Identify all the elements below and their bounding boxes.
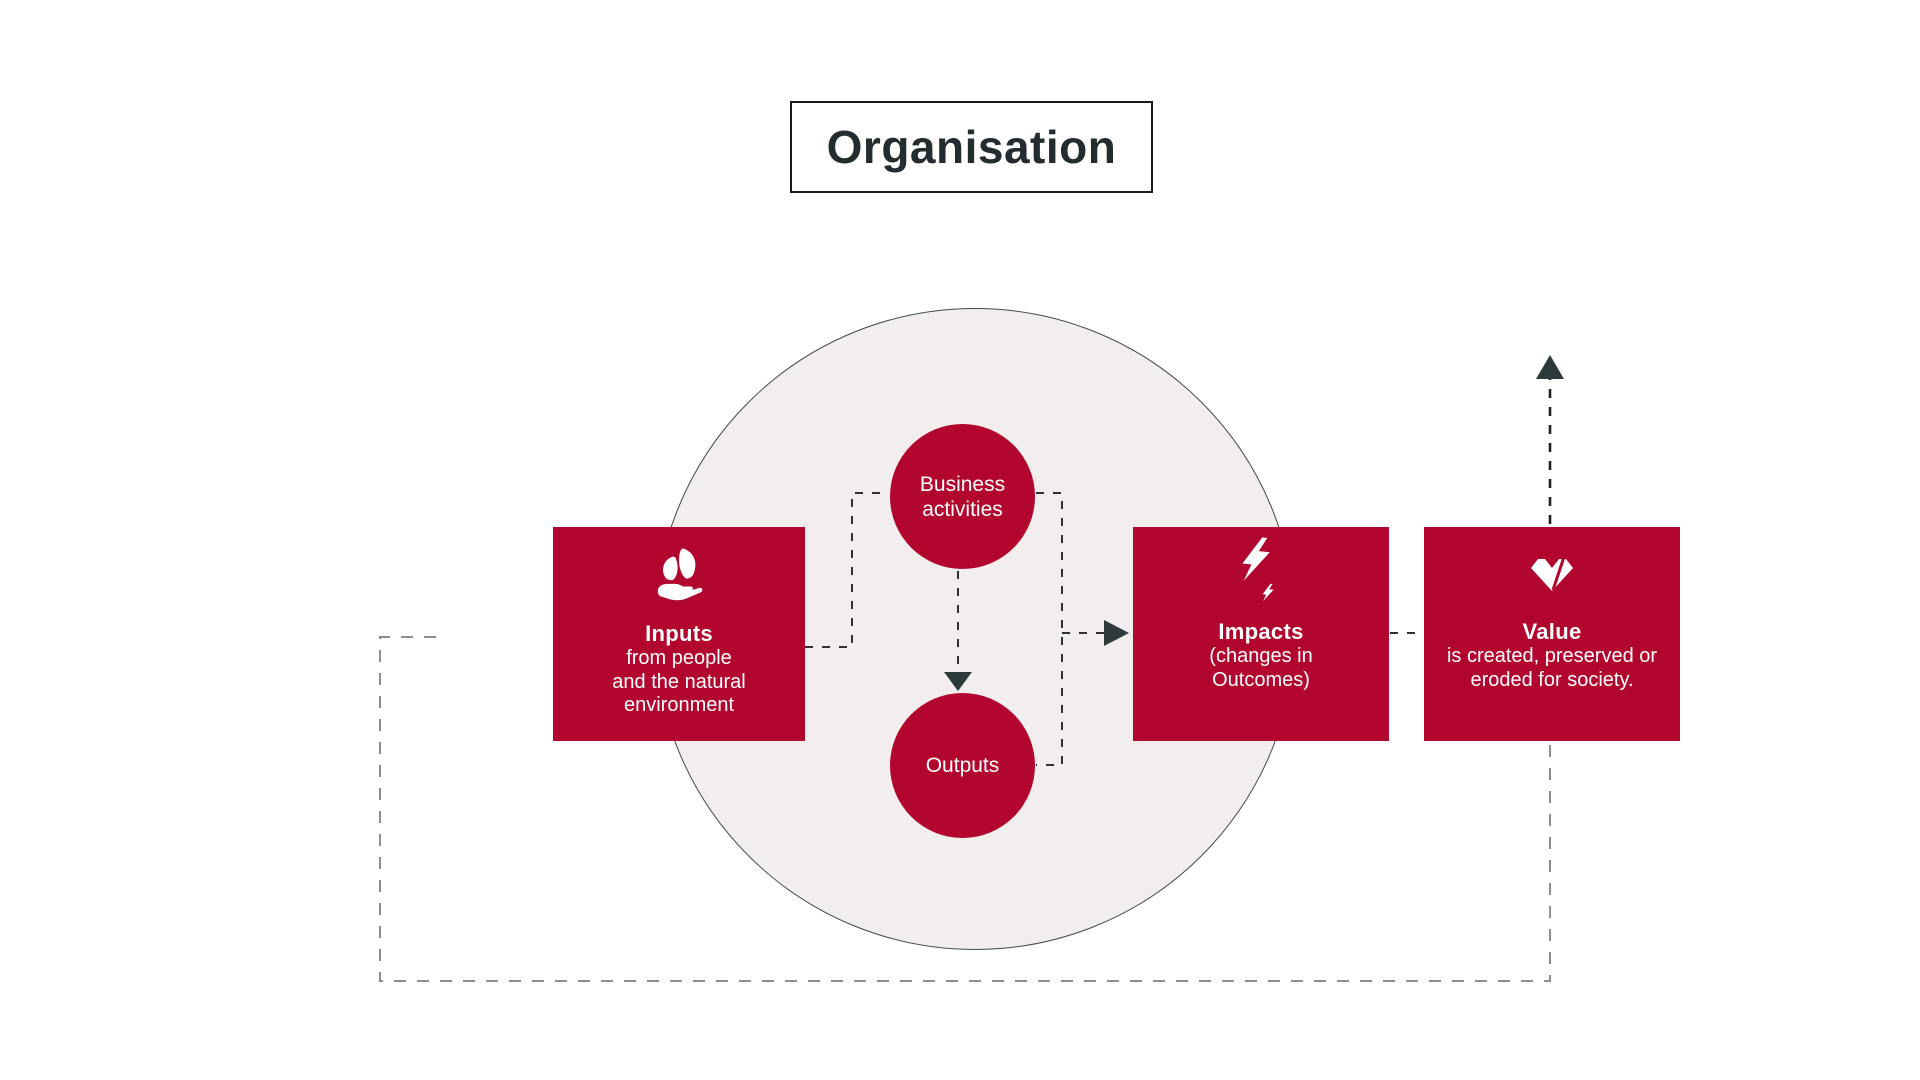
value-heading: Value bbox=[1522, 619, 1582, 644]
outputs-label: Outputs bbox=[925, 754, 1000, 777]
business-activities-circle: Business activities bbox=[890, 424, 1035, 569]
impacts-line-1: (changes in bbox=[1209, 645, 1313, 667]
value-box: Value is created, preserved or eroded fo… bbox=[1424, 527, 1680, 741]
impacts-box: Impacts (changes in Outcomes) bbox=[1133, 527, 1389, 741]
value-line-2: eroded for society. bbox=[1470, 668, 1634, 691]
inputs-heading: Inputs bbox=[645, 621, 713, 646]
inputs-line-2: and the natural bbox=[612, 670, 746, 693]
impacts-line-2: Outcomes) bbox=[1212, 668, 1310, 691]
inputs-box: Inputs from people and the natural envir… bbox=[553, 527, 805, 741]
organisation-title-box: Organisation bbox=[790, 101, 1153, 193]
gem-icon bbox=[1529, 557, 1575, 591]
business-activities-label-line-1: Business bbox=[919, 472, 1006, 496]
business-activities-label-line-2: activities bbox=[922, 497, 1003, 521]
inputs-line-3: environment bbox=[623, 694, 735, 716]
value-line-1: is created, preserved or bbox=[1446, 645, 1658, 667]
organisation-title: Organisation bbox=[826, 121, 1117, 173]
outputs-circle: Outputs bbox=[890, 693, 1035, 838]
impacts-heading: Impacts bbox=[1218, 619, 1304, 644]
inputs-line-1: from people bbox=[626, 647, 732, 669]
lightning-bolt-icon bbox=[1241, 537, 1281, 601]
hand-holding-leaves-icon bbox=[653, 547, 705, 603]
arrowhead-value-up bbox=[1536, 355, 1564, 379]
